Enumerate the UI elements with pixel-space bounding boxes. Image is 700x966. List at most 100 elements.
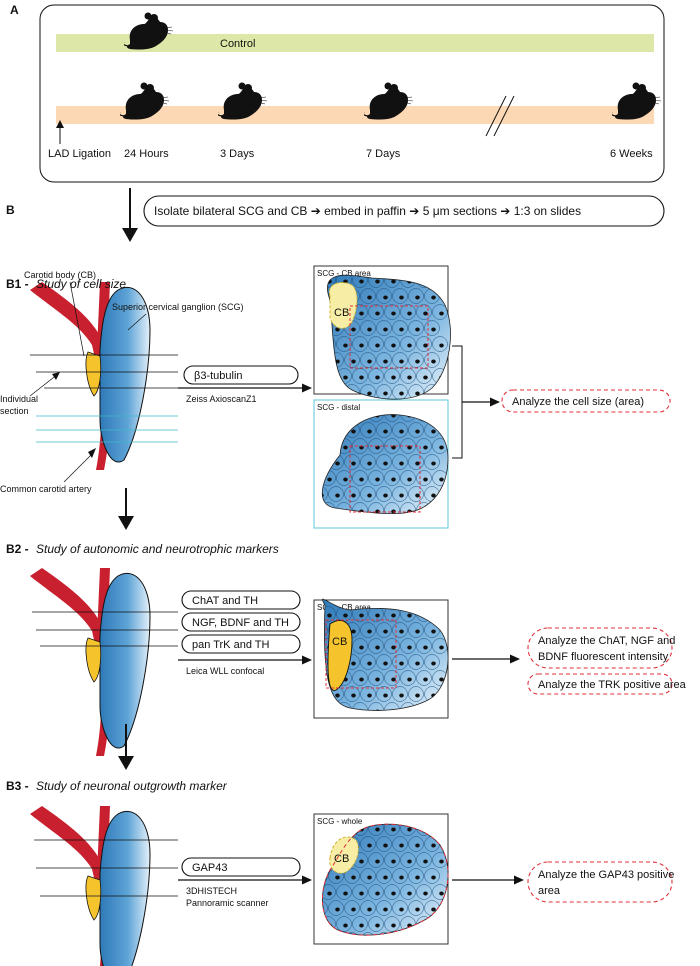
cell bbox=[432, 336, 448, 352]
cell-nucleus bbox=[359, 279, 364, 284]
cell-nucleus bbox=[391, 891, 396, 896]
cell-nucleus bbox=[391, 859, 396, 864]
cell bbox=[376, 384, 392, 400]
b2-panel-cb-label: CB bbox=[332, 636, 347, 648]
cell-nucleus bbox=[399, 875, 404, 880]
cell bbox=[392, 384, 408, 400]
cell bbox=[360, 622, 376, 638]
b3-panel-title: SCG - whole bbox=[317, 817, 363, 826]
cell-nucleus bbox=[367, 461, 372, 466]
anatomy-b2 bbox=[30, 568, 151, 756]
cell-nucleus bbox=[375, 311, 380, 316]
cell bbox=[400, 884, 416, 900]
cell bbox=[368, 502, 384, 514]
cell-nucleus bbox=[431, 629, 436, 634]
cell-nucleus bbox=[407, 891, 412, 896]
cell-nucleus bbox=[375, 477, 380, 482]
cell-nucleus bbox=[407, 859, 412, 864]
cell-nucleus bbox=[351, 327, 356, 332]
cell-nucleus bbox=[383, 295, 388, 300]
cell bbox=[392, 868, 408, 884]
cell bbox=[384, 670, 400, 686]
cell bbox=[360, 900, 376, 916]
cell bbox=[328, 900, 344, 916]
b2-marker-pill-0 bbox=[181, 590, 301, 610]
cell-nucleus bbox=[383, 875, 388, 880]
cell bbox=[384, 470, 400, 486]
cell-nucleus bbox=[375, 827, 380, 832]
cell-nucleus bbox=[335, 327, 340, 332]
b1-result-pill-text: Analyze the cell size (area) bbox=[512, 396, 644, 408]
cell-nucleus bbox=[407, 311, 412, 316]
cell-nucleus bbox=[343, 477, 348, 482]
timepoint-label: LAD Ligation bbox=[48, 148, 111, 160]
leader-line bbox=[69, 281, 85, 357]
cell bbox=[344, 932, 360, 936]
cell-nucleus bbox=[383, 693, 388, 698]
cell bbox=[376, 454, 392, 470]
panel-a-label: A bbox=[10, 3, 19, 17]
b1-cb-panel-cb bbox=[328, 282, 358, 329]
b2-panel-cb bbox=[327, 620, 353, 691]
cell-nucleus bbox=[415, 295, 420, 300]
cell bbox=[376, 352, 392, 368]
cell-nucleus bbox=[359, 613, 364, 618]
cell bbox=[424, 320, 440, 336]
cell-nucleus bbox=[391, 677, 396, 682]
label-common-carotid: Common carotid artery bbox=[0, 484, 92, 494]
cell-nucleus bbox=[407, 343, 412, 348]
cell bbox=[424, 868, 440, 884]
cell-nucleus bbox=[415, 629, 420, 634]
cell-nucleus bbox=[399, 693, 404, 698]
cell bbox=[360, 932, 376, 936]
cell bbox=[416, 852, 432, 868]
right-arrow-icon-head bbox=[514, 875, 524, 885]
cell bbox=[368, 638, 384, 654]
anatomy-b1 bbox=[30, 282, 151, 470]
b2-panel-cells bbox=[322, 606, 448, 711]
cell-nucleus bbox=[423, 645, 428, 650]
b2-result-pill-2-text: Analyze the TRK positive area bbox=[538, 679, 687, 691]
label-individual-section: section bbox=[0, 406, 29, 416]
timepoint-label: 6 Weeks bbox=[610, 148, 653, 160]
cell bbox=[352, 275, 368, 288]
cell bbox=[400, 670, 416, 686]
b2-marker-pill-1-text: NGF, BDNF and TH bbox=[192, 617, 289, 629]
cell bbox=[376, 868, 392, 884]
cell-nucleus bbox=[415, 461, 420, 466]
cell bbox=[344, 454, 360, 470]
cell bbox=[432, 304, 448, 320]
cell-nucleus bbox=[335, 493, 340, 498]
b1-marker-pill bbox=[183, 365, 299, 385]
cell-nucleus bbox=[351, 493, 356, 498]
cell-nucleus bbox=[359, 477, 364, 482]
cell bbox=[384, 852, 400, 868]
cell bbox=[416, 336, 432, 352]
cell-nucleus bbox=[439, 343, 444, 348]
cell-nucleus bbox=[439, 311, 444, 316]
cell-nucleus bbox=[423, 311, 428, 316]
label-individual-section: Individual bbox=[0, 394, 38, 404]
cell bbox=[322, 654, 328, 670]
cell bbox=[376, 622, 392, 638]
cell-nucleus bbox=[367, 843, 372, 848]
cell-nucleus bbox=[415, 429, 420, 434]
b2-title: Study of autonomic and neurotrophic mark… bbox=[36, 542, 279, 556]
cell bbox=[384, 502, 400, 514]
label-scg: Superior cervical ganglion (SCG) bbox=[112, 302, 244, 312]
scg-shape bbox=[99, 573, 151, 749]
cell bbox=[368, 304, 384, 320]
cell bbox=[322, 884, 336, 900]
b2-marker-pill-2 bbox=[181, 634, 301, 654]
cell bbox=[408, 686, 424, 702]
timepoint-label: 7 Days bbox=[366, 148, 401, 160]
cell-nucleus bbox=[327, 891, 332, 896]
cell-nucleus bbox=[367, 295, 372, 300]
cell-nucleus bbox=[415, 843, 420, 848]
cell bbox=[424, 654, 440, 670]
cell bbox=[344, 900, 360, 916]
cell bbox=[424, 352, 440, 368]
cell-nucleus bbox=[359, 923, 364, 928]
cell bbox=[368, 670, 384, 686]
cell bbox=[400, 414, 416, 422]
